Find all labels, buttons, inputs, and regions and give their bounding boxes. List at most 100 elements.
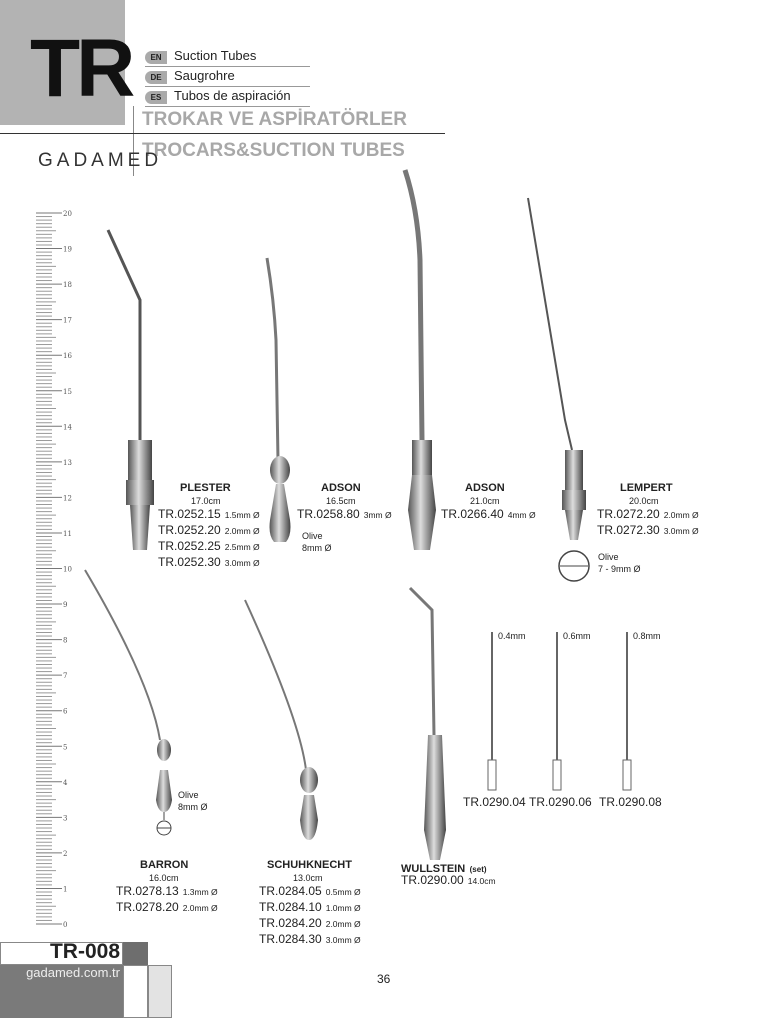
ruler-label: 11 <box>63 530 72 538</box>
lang-label: Saugrohre <box>174 68 235 83</box>
plester-instrument <box>106 229 154 550</box>
size: 2.0mm Ø <box>224 526 260 536</box>
title-en: TROCARS&SUCTION TUBES <box>142 140 405 161</box>
size: 3.0mm Ø <box>325 935 361 945</box>
page-number: 36 <box>377 972 391 986</box>
code: TR.0284.30 <box>259 932 322 946</box>
divider <box>133 106 134 176</box>
code: TR.0284.10 <box>259 900 322 914</box>
tip-size: 0.8mm <box>633 631 661 641</box>
footer-block <box>148 965 172 1018</box>
olive-note: Olive <box>598 552 619 562</box>
size: 1.5mm Ø <box>224 510 260 520</box>
product-name: BARRON <box>140 859 189 871</box>
size: 2.0mm Ø <box>182 903 218 913</box>
lang-label: Tubos de aspiración <box>174 88 291 103</box>
size: 1.0mm Ø <box>325 903 361 913</box>
olive-size: 7 - 9mm Ø <box>598 564 641 574</box>
ruler-label: 17 <box>63 317 72 325</box>
size: 14.0cm <box>467 876 496 886</box>
footer-block <box>0 965 123 1018</box>
product-suffix: (set) <box>469 865 487 874</box>
code: TR.0284.20 <box>259 916 322 930</box>
olive-note: Olive <box>178 790 199 800</box>
code: TR.0272.30 <box>597 523 660 537</box>
size: 2.5mm Ø <box>224 542 260 552</box>
product-name-row: WULLSTEIN (set) <box>401 859 487 877</box>
ruler-label: 7 <box>63 672 67 680</box>
footer-block <box>123 942 148 965</box>
ruler-label: 18 <box>63 281 72 289</box>
product-length: 20.0cm <box>629 496 659 506</box>
footer-block <box>123 965 148 1018</box>
size: 0.5mm Ø <box>325 887 361 897</box>
code: TR.0252.15 <box>158 507 221 521</box>
divider <box>0 133 445 134</box>
ruler-label: 12 <box>63 494 72 502</box>
size: 1.3mm Ø <box>182 887 218 897</box>
product-name: WULLSTEIN <box>401 863 466 875</box>
title-tr: TROKAR VE ASPİRATÖRLER <box>142 109 407 130</box>
olive-size: 8mm Ø <box>178 802 208 812</box>
wullstein-tips <box>487 632 632 791</box>
product-name: LEMPERT <box>620 482 673 494</box>
ruler-label: 20 <box>63 210 72 218</box>
product-name: PLESTER <box>180 482 231 494</box>
brand-logo: GADAMED <box>38 150 163 171</box>
code: TR.0290.00 <box>401 873 464 887</box>
ruler-label: 19 <box>63 246 72 254</box>
adson-instrument-1 <box>265 257 291 542</box>
tip-size: 0.6mm <box>563 631 591 641</box>
size: 2.0mm Ø <box>325 919 361 929</box>
wullstein-instrument <box>408 586 446 860</box>
tip-code: TR.0290.08 <box>599 795 662 809</box>
ruler-label: 13 <box>63 459 72 467</box>
product-length: 21.0cm <box>470 496 500 506</box>
lang-badge: DE <box>145 71 167 84</box>
product-length: 17.0cm <box>191 496 221 506</box>
schuhknecht-instrument <box>244 599 318 840</box>
ruler-label: 6 <box>63 708 68 716</box>
size: 3.0mm Ø <box>663 526 699 536</box>
page-code: TR-008 <box>49 940 120 963</box>
code: TR.0252.30 <box>158 555 221 569</box>
ruler-label: 15 <box>63 388 72 396</box>
tip-code: TR.0290.04 <box>463 795 526 809</box>
code: TR.0278.13 <box>116 884 179 898</box>
ruler-label: 1 <box>63 885 67 893</box>
product-length: 16.5cm <box>326 496 356 506</box>
ruler-label: 3 <box>63 814 67 822</box>
adson-instrument-2 <box>402 169 436 550</box>
website-link[interactable]: gadamed.com.tr <box>26 965 120 980</box>
code: TR.0252.25 <box>158 539 221 553</box>
ruler-label: 10 <box>63 566 72 574</box>
code: TR.0266.40 <box>441 507 504 521</box>
ruler-label: 16 <box>63 352 72 360</box>
product-name: ADSON <box>321 482 361 494</box>
ruler-label: 4 <box>63 779 68 787</box>
code: TR.0272.20 <box>597 507 660 521</box>
ruler-label: 0 <box>63 921 67 929</box>
code: TR.0258.80 <box>297 507 360 521</box>
product-name: SCHUHKNECHT <box>267 859 352 871</box>
lang-label: Suction Tubes <box>174 48 257 63</box>
